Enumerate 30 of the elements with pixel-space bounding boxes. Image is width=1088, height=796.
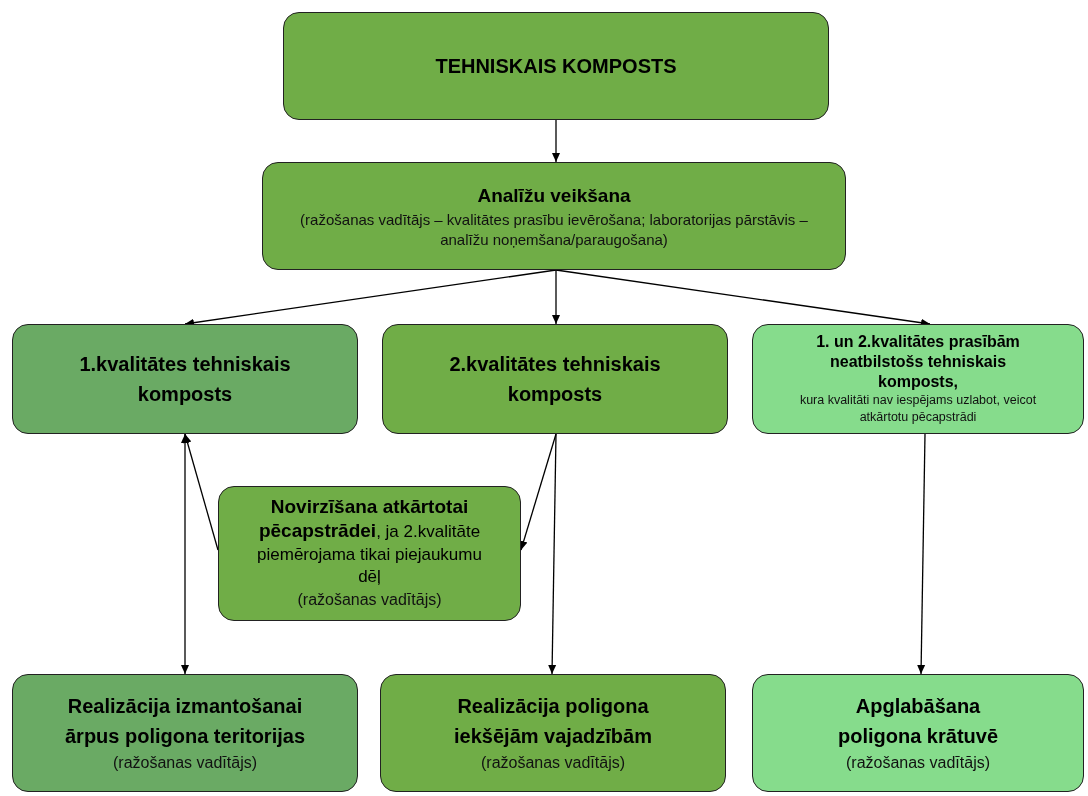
box-heading: Analīžu veikšana	[477, 183, 631, 208]
arrow	[552, 269, 560, 325]
category-box	[752, 324, 1084, 434]
process-box	[218, 486, 521, 621]
category-box	[12, 324, 358, 434]
box-note: kura kvalitāti nav iespējams uzlabot, veicot atkārtotu pēcapstrādi	[798, 391, 1038, 426]
box-heading: Novirzīšana atkārtotai pēcapstrādei, ja 2.kvalitāte piemērojama tikai piejaukumu dēļ	[256, 494, 483, 589]
arrow	[181, 433, 189, 675]
outcome-box	[380, 674, 726, 792]
arrow	[183, 433, 219, 551]
arrow	[552, 119, 560, 163]
box-note: (ražošanas vadītājs – kvalitātes prasību ievērošana; laboratorijas pārstāvis – analīžu noņemšana/paraugošana)	[299, 210, 809, 251]
arrow	[917, 433, 926, 675]
box-heading: 1. un 2.kvalitātes prasībām neatbilstošs tehniskais komposts,	[815, 331, 1021, 392]
box-note: (ražošanas vadītājs)	[845, 753, 991, 773]
outcome-box	[12, 674, 358, 792]
box-heading: Realizācija poligona iekšējām vajadzībām	[453, 694, 653, 749]
box-note: (ražošanas vadītājs)	[297, 590, 442, 611]
outcome-box	[752, 674, 1084, 792]
arrow	[548, 433, 557, 675]
box-heading: TEHNISKAIS KOMPOSTS	[435, 54, 677, 79]
box-heading: 1.kvalitātes tehniskais komposts	[78, 352, 292, 407]
box-note: (ražošanas vadītājs)	[480, 753, 626, 773]
title-box	[283, 12, 829, 120]
box-heading: 2.kvalitātes tehniskais komposts	[448, 352, 662, 407]
category-box	[382, 324, 728, 434]
box-note: (ražošanas vadītājs)	[112, 753, 258, 773]
process-box	[262, 162, 846, 270]
box-heading: Realizācija izmantošanai ārpus poligona teritorijas	[63, 694, 306, 749]
box-heading: Apglabāšana poligona krātuvē	[837, 694, 999, 749]
